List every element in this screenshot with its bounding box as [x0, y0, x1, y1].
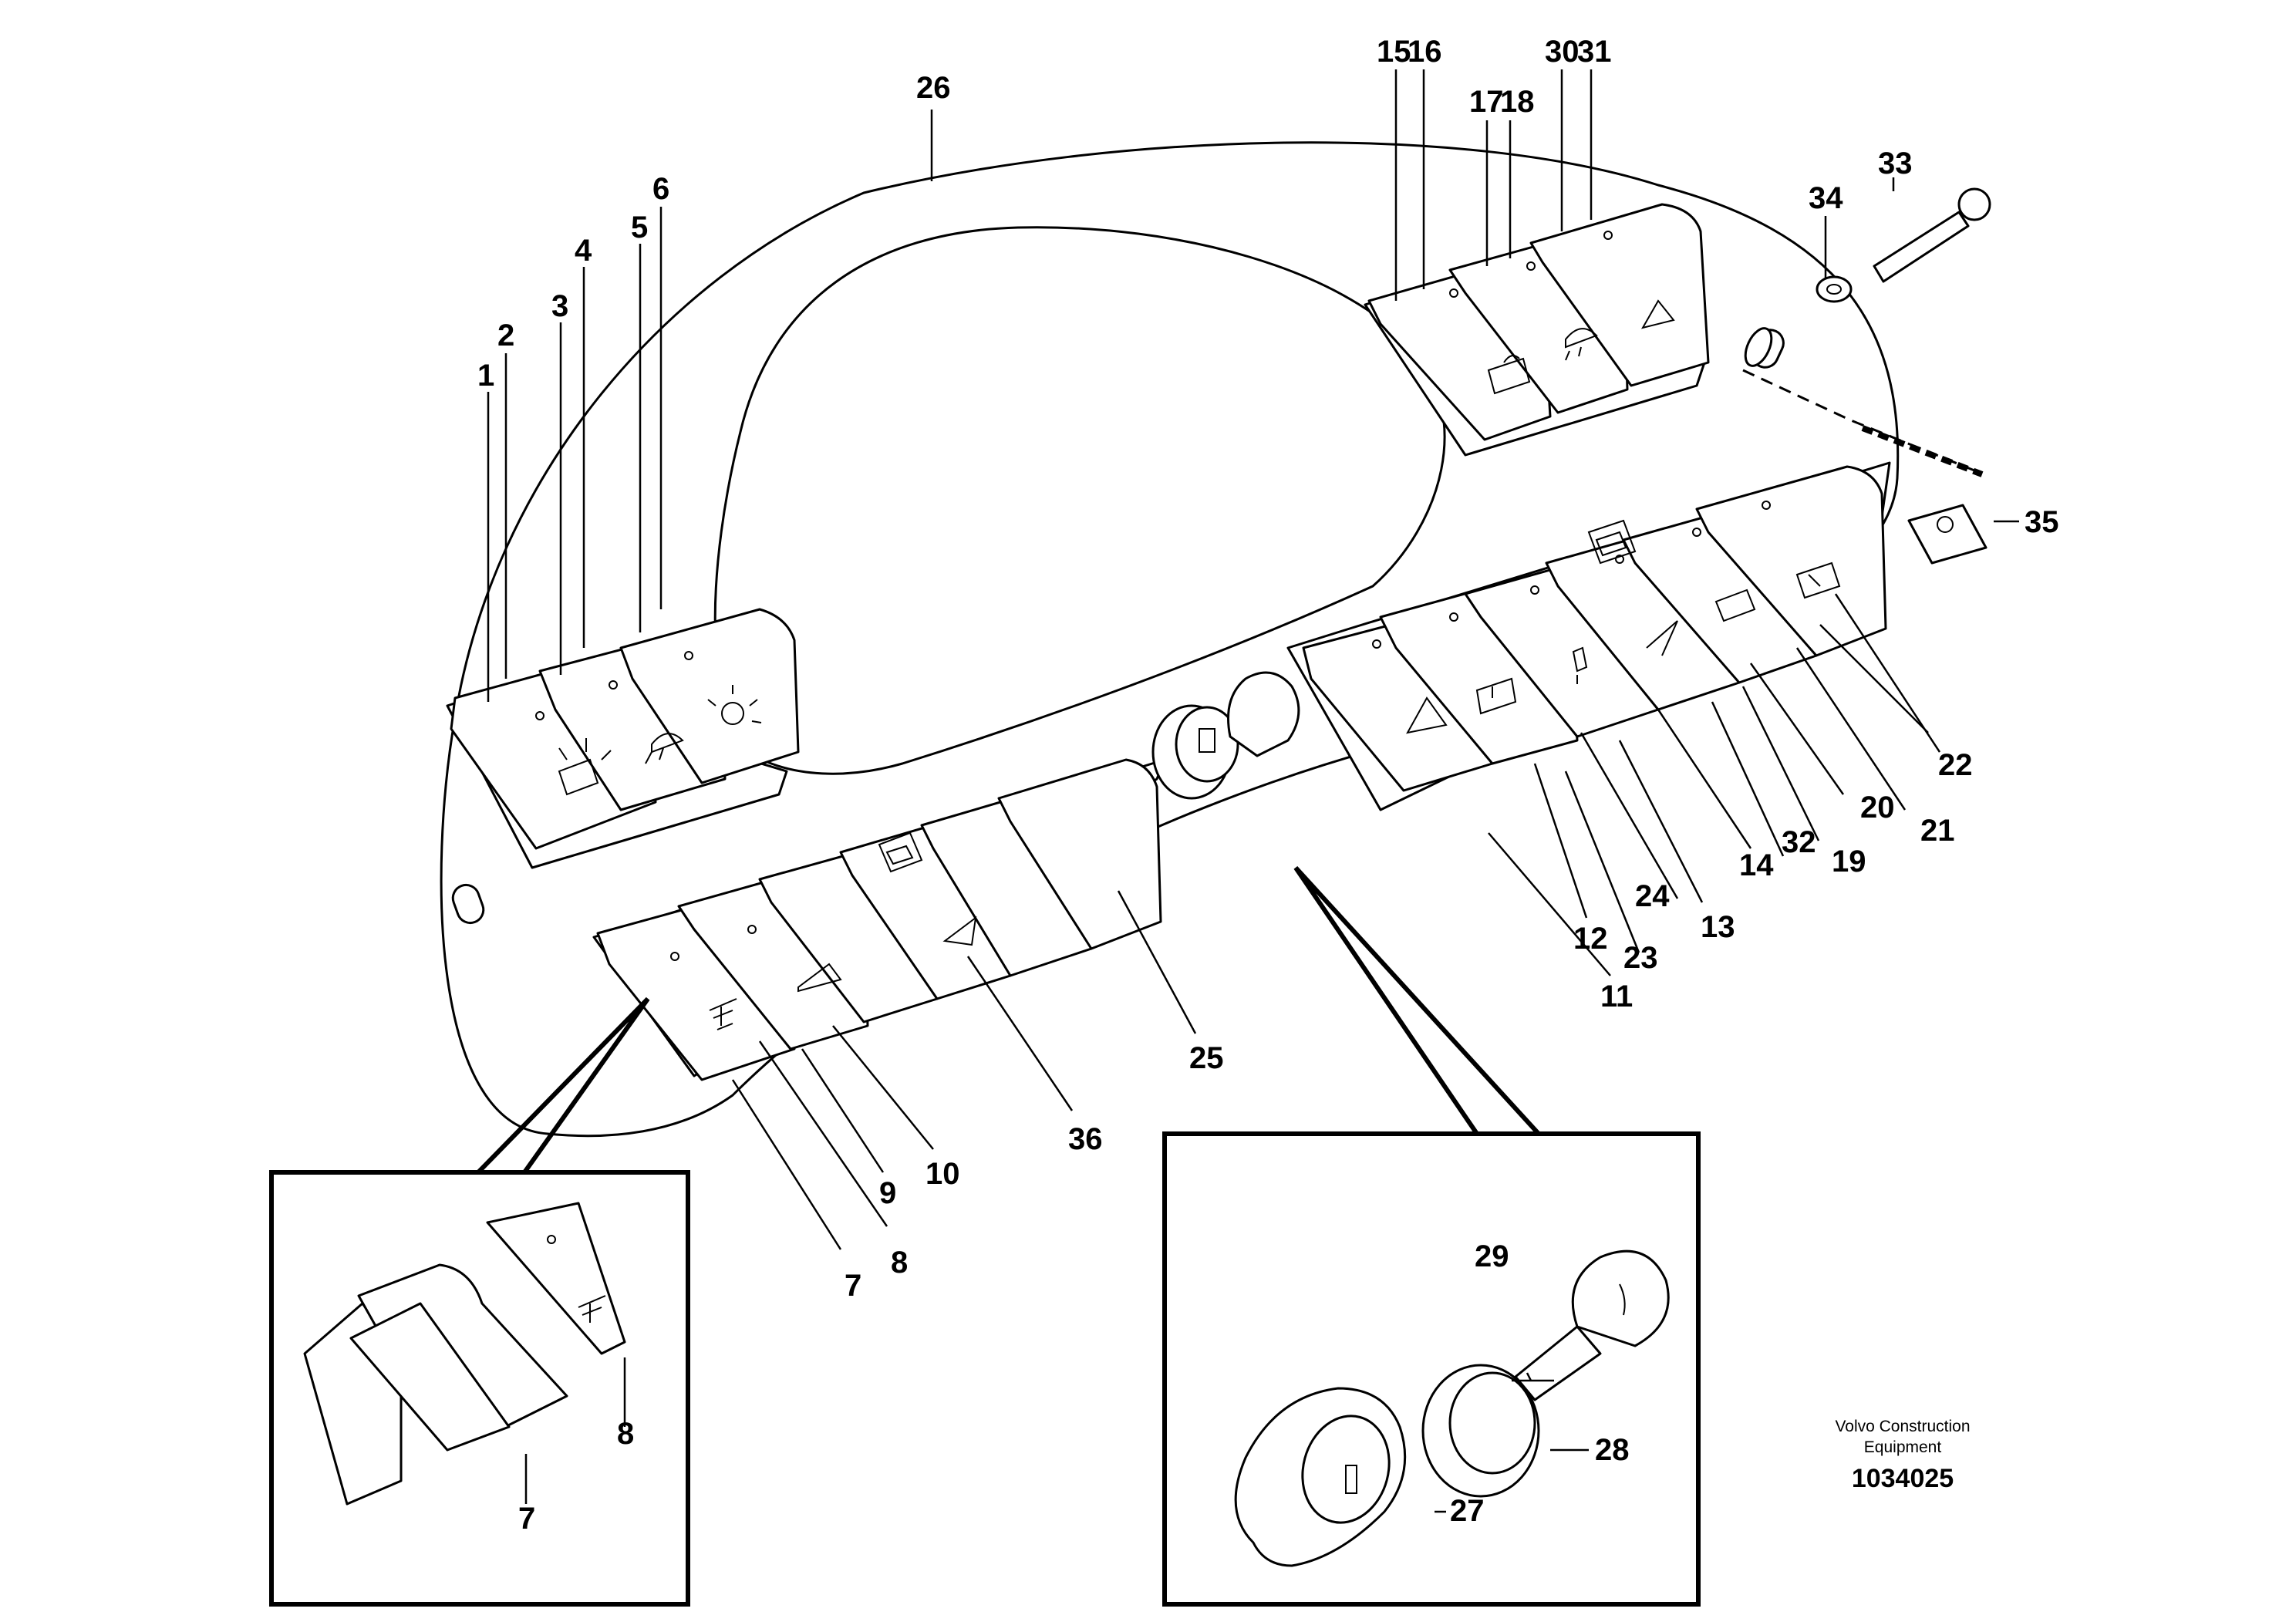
label-5: 5	[631, 211, 648, 244]
label-2: 2	[497, 319, 514, 352]
label-34: 34	[1809, 181, 1843, 215]
label-1: 1	[477, 359, 494, 393]
label-26: 26	[916, 71, 951, 105]
label-33: 33	[1878, 147, 1913, 180]
label-31: 31	[1577, 35, 1612, 69]
lower-switch-cluster	[592, 671, 1300, 1081]
left-switch-cluster	[446, 608, 800, 869]
label-14: 14	[1739, 848, 1774, 882]
right-switch-cluster	[1286, 461, 1891, 811]
label-4: 4	[575, 234, 592, 268]
label-12: 12	[1573, 922, 1608, 956]
label-3: 3	[551, 289, 568, 323]
label-20: 20	[1860, 791, 1895, 824]
label-32: 32	[1782, 825, 1816, 859]
label-24: 24	[1635, 879, 1670, 913]
label-11: 11	[1600, 980, 1633, 1013]
label-30: 30	[1545, 35, 1580, 69]
label-16: 16	[1408, 35, 1442, 69]
label-27: 27	[1450, 1494, 1485, 1528]
leader-lines	[487, 69, 2019, 1250]
drawing-number: 1034025	[1852, 1464, 1954, 1493]
label-8: 8	[891, 1246, 908, 1280]
label-15: 15	[1377, 35, 1411, 69]
label-36: 36	[1068, 1122, 1103, 1156]
label-23: 23	[1623, 941, 1658, 975]
title-block: Volvo Construction Equipment 1034025	[1835, 1418, 1970, 1493]
label-13: 13	[1701, 910, 1735, 944]
upper-right-switch-cluster	[1364, 203, 1710, 457]
label-29: 29	[1475, 1239, 1509, 1273]
brand-line-1: Volvo Construction	[1835, 1418, 1970, 1435]
label-21: 21	[1920, 814, 1955, 848]
inset-left	[269, 996, 690, 1607]
label-22: 22	[1938, 748, 1973, 782]
brand-line-2: Equipment	[1864, 1438, 1942, 1456]
label-18: 18	[1500, 85, 1535, 119]
label-10: 10	[925, 1157, 960, 1191]
label-28: 28	[1595, 1433, 1630, 1467]
label-17: 17	[1469, 85, 1504, 119]
inset-label-8: 8	[617, 1417, 634, 1451]
inset-label-7: 7	[518, 1502, 535, 1536]
label-25: 25	[1189, 1041, 1224, 1075]
label-7: 7	[845, 1269, 861, 1303]
part-labels: 1 2 3 4 5 6 7 8 9 10 11 12 13 14 15 16 1…	[477, 35, 2059, 1536]
label-9: 9	[879, 1176, 896, 1210]
label-35: 35	[2025, 505, 2059, 539]
label-19: 19	[1832, 845, 1866, 878]
fastener-parts	[1742, 187, 1991, 565]
inset-right	[1162, 865, 1701, 1607]
label-6: 6	[652, 172, 669, 206]
